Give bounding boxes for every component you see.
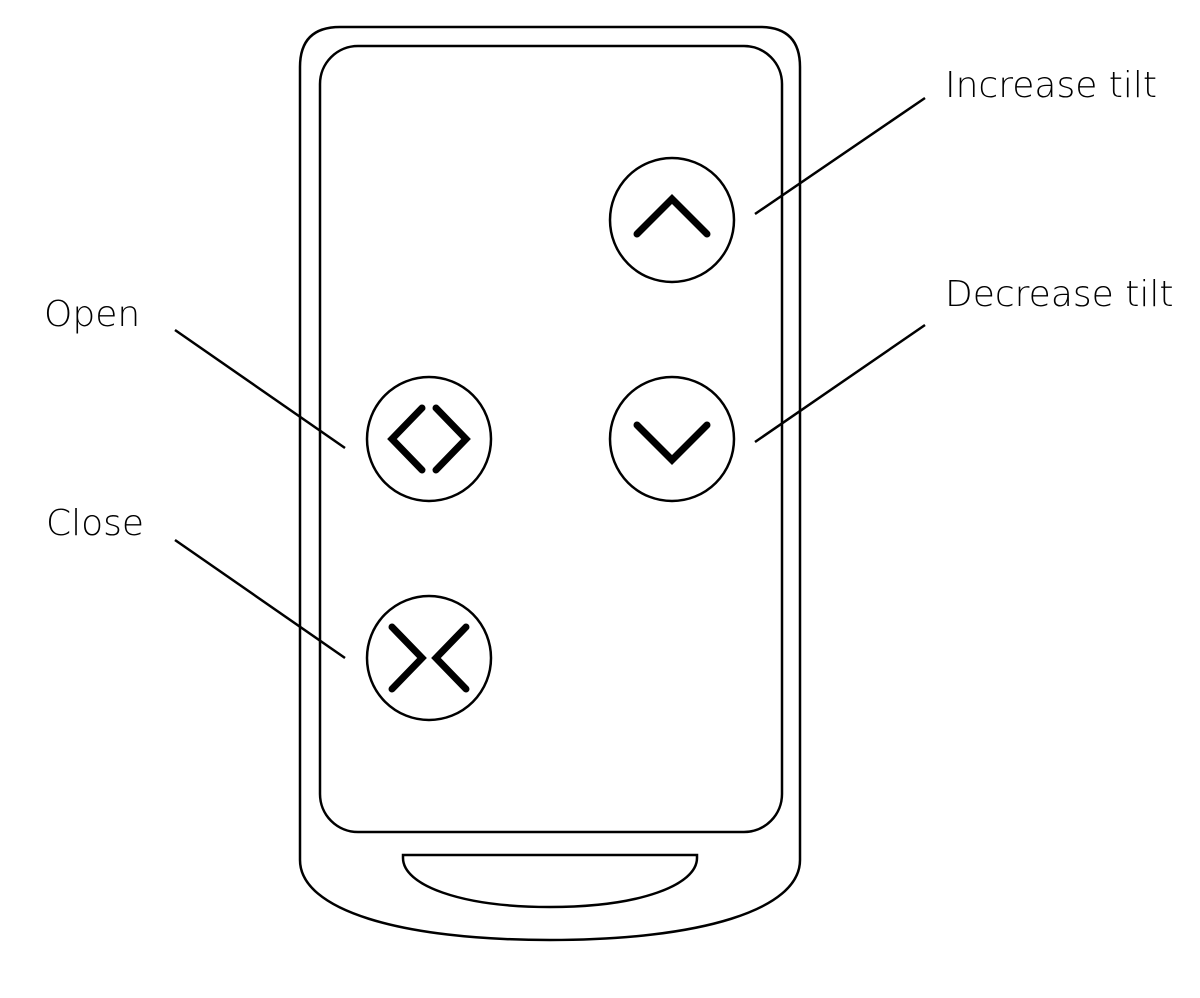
remote-bottom-grip <box>401 853 699 909</box>
open-button-ring <box>365 375 493 503</box>
chevrons-outward-icon <box>387 404 471 474</box>
remote-inner-panel <box>318 44 784 834</box>
remote-outer-shell <box>298 25 802 942</box>
chevrons-inward-icon <box>388 623 470 693</box>
chevron-up-icon <box>633 194 711 238</box>
label-open: Open <box>44 294 140 335</box>
open-button[interactable] <box>365 375 493 503</box>
decrease-tilt-button-ring <box>608 375 736 503</box>
leader-line-open <box>174 328 346 450</box>
label-increase-tilt: Increase tilt <box>945 65 1157 106</box>
leader-line-increase-tilt <box>754 96 926 216</box>
decrease-tilt-button[interactable] <box>608 375 736 503</box>
close-button-ring <box>365 594 493 722</box>
label-decrease-tilt: Decrease tilt <box>945 274 1173 315</box>
leader-lines <box>174 96 926 660</box>
increase-tilt-button[interactable] <box>608 156 736 284</box>
leader-line-close <box>174 538 346 660</box>
remote-body <box>298 25 802 942</box>
chevron-down-icon <box>633 421 711 465</box>
label-close: Close <box>46 503 144 544</box>
close-button[interactable] <box>365 594 493 722</box>
leader-line-decrease-tilt <box>754 323 926 444</box>
increase-tilt-button-ring <box>608 156 736 284</box>
